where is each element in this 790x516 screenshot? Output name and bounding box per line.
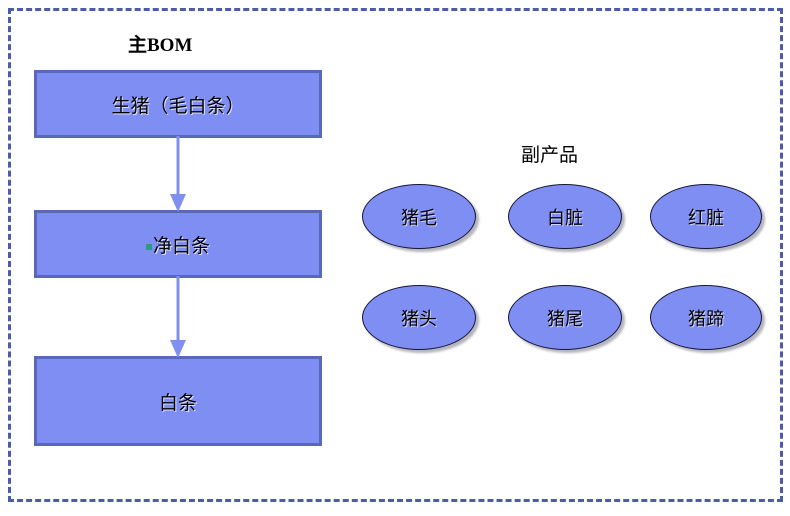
byproduct-pig-head[interactable]: 猪头 (362, 285, 476, 350)
byproduct-pig-trotter-label: 猪蹄 (688, 308, 724, 329)
byproduct-pig-tail-label: 猪尾 (547, 308, 583, 329)
main-bom-title: 主BOM (128, 35, 193, 56)
byproduct-red-offal-label: 红脏 (688, 207, 724, 228)
node-raw-pig-label: 生猪（毛白条） (111, 95, 245, 117)
arrow-down-icon-clean-to-carcass (170, 276, 186, 358)
bullet-square-icon (145, 243, 152, 250)
node-carcass[interactable]: 白条 (34, 356, 322, 446)
byproduct-red-offal[interactable]: 红脏 (650, 184, 762, 249)
byproducts-title: 副产品 (521, 145, 579, 166)
byproduct-white-offal-label: 白脏 (547, 207, 583, 228)
byproduct-pig-hair[interactable]: 猪毛 (362, 184, 476, 249)
dashed-boundary-frame (8, 8, 783, 502)
byproduct-pig-head-label: 猪头 (401, 308, 437, 329)
node-clean-carcass[interactable]: 净白条 (34, 210, 322, 278)
node-clean-carcass-label-wrap: 净白条 (145, 231, 210, 258)
node-clean-carcass-label: 净白条 (152, 235, 210, 257)
node-raw-pig[interactable]: 生猪（毛白条） (34, 70, 322, 138)
byproduct-pig-trotter[interactable]: 猪蹄 (650, 285, 762, 350)
byproduct-pig-tail[interactable]: 猪尾 (508, 285, 622, 350)
byproduct-white-offal[interactable]: 白脏 (508, 184, 622, 249)
arrow-down-icon-raw-to-clean (170, 136, 186, 212)
node-carcass-label: 白条 (158, 392, 197, 414)
byproduct-pig-hair-label: 猪毛 (401, 207, 437, 228)
